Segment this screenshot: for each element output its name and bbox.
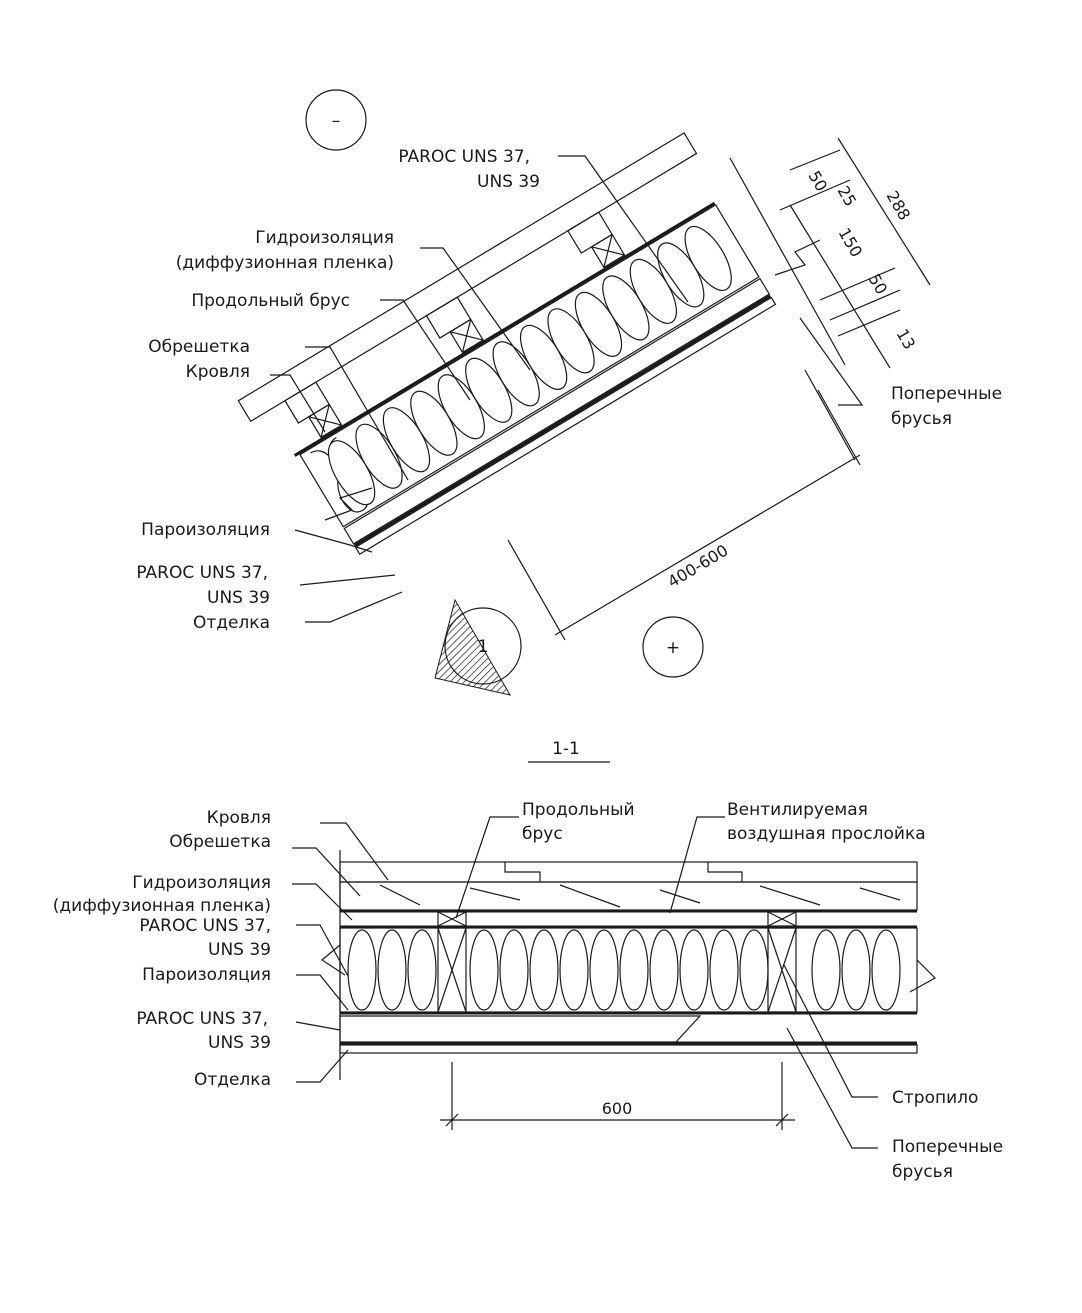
section-break-right xyxy=(909,959,936,993)
section-label-hydro-2: (диффузионная пленка) xyxy=(53,896,271,916)
section-wool-bulbs xyxy=(347,929,901,1011)
wool-lower xyxy=(343,277,771,545)
section-label-vent-1: Вентилируемая xyxy=(727,800,868,820)
label-lathing: Обрешетка xyxy=(148,337,250,357)
membrane-line xyxy=(293,201,716,457)
dim-13: 13 xyxy=(893,326,920,353)
plus-marker xyxy=(642,616,704,678)
section-label-finish: Отделка xyxy=(194,1070,271,1090)
break-symbol xyxy=(324,487,373,521)
section-dim-600: 600 xyxy=(602,1099,633,1118)
section-label-vapor: Пароизоляция xyxy=(142,965,271,985)
vapor-barrier-line xyxy=(353,294,772,547)
section-finish xyxy=(339,1044,918,1054)
inclined-roof-detail: 1 – + 50 25 288 150 50 13 400-600 xyxy=(136,89,1002,696)
minus-marker-label: – xyxy=(332,111,341,131)
label-vapor: Пароизоляция xyxy=(141,520,270,540)
label-hydro-1: Гидроизоляция xyxy=(255,228,394,248)
label-paroc-top-1: PAROC UNS 37, xyxy=(398,147,530,167)
break-symbol xyxy=(774,239,821,276)
section-leader-lines xyxy=(292,816,878,1149)
section-marker-label: 1 xyxy=(478,637,489,657)
label-hydro-2: (диффузионная пленка) xyxy=(176,253,394,273)
label-cross-2: брусья xyxy=(891,409,952,429)
section-lathing xyxy=(339,881,918,911)
leader-lines xyxy=(270,155,864,623)
roof-assembly xyxy=(237,132,777,555)
section-marker xyxy=(444,607,522,685)
section-label-cross-2: брусья xyxy=(892,1162,953,1182)
section-label-cross-1: Поперечные xyxy=(892,1137,1003,1157)
label-batten: Продольный брус xyxy=(191,291,350,311)
section-label-paroc-b-2: UNS 39 xyxy=(208,1033,271,1053)
dim-50-top: 50 xyxy=(805,168,832,195)
dim-50-bottom: 50 xyxy=(865,271,892,298)
section-label-rafter: Стропило xyxy=(892,1088,978,1108)
section-title: 1-1 xyxy=(552,739,580,759)
batten-boxes xyxy=(307,233,626,439)
section-dimension xyxy=(440,1062,795,1130)
section-label-paroc-a-2: UNS 39 xyxy=(208,940,271,960)
dim-spacing: 400-600 xyxy=(664,541,731,592)
section-label-paroc-b-1: PAROC UNS 37, xyxy=(136,1009,268,1029)
minus-marker xyxy=(305,89,367,151)
section-label-paroc-a-1: PAROC UNS 37, xyxy=(139,916,271,936)
label-finish: Отделка xyxy=(193,613,270,633)
dimension-lines xyxy=(507,137,931,641)
lathing-bar xyxy=(425,296,472,339)
dim-150: 150 xyxy=(835,225,867,261)
finish-layer xyxy=(354,296,777,555)
section-roofing xyxy=(339,861,918,883)
wool-bulbs xyxy=(327,225,732,506)
section-label-batten-1: Продольный xyxy=(522,800,635,820)
plus-marker-label: + xyxy=(666,638,680,658)
roofing-joints xyxy=(504,862,743,882)
dim-288: 288 xyxy=(883,188,915,224)
section-label-lathing: Обрешетка xyxy=(169,832,271,852)
section-1-1: 1-1 xyxy=(53,739,1003,1182)
section-wool-lower xyxy=(339,1015,702,1043)
label-paroc-top-2: UNS 39 xyxy=(477,172,540,192)
label-roofing: Кровля xyxy=(186,362,250,382)
dim-25: 25 xyxy=(834,183,861,210)
section-label-hydro-1: Гидроизоляция xyxy=(132,873,271,893)
roofing-layer xyxy=(237,132,698,423)
label-paroc-bot-2: UNS 39 xyxy=(207,588,270,608)
section-label-batten-2: брус xyxy=(522,824,563,844)
section-label-roofing: Кровля xyxy=(207,808,271,828)
section-label-vent-2: воздушная прослойка xyxy=(727,824,926,844)
label-paroc-bot-1: PAROC UNS 37, xyxy=(136,563,268,583)
section-battens xyxy=(437,911,797,927)
section-arrow xyxy=(434,598,512,696)
label-cross-1: Поперечные xyxy=(891,384,1002,404)
wood-grain xyxy=(379,884,901,908)
lathing-bar xyxy=(567,211,613,254)
